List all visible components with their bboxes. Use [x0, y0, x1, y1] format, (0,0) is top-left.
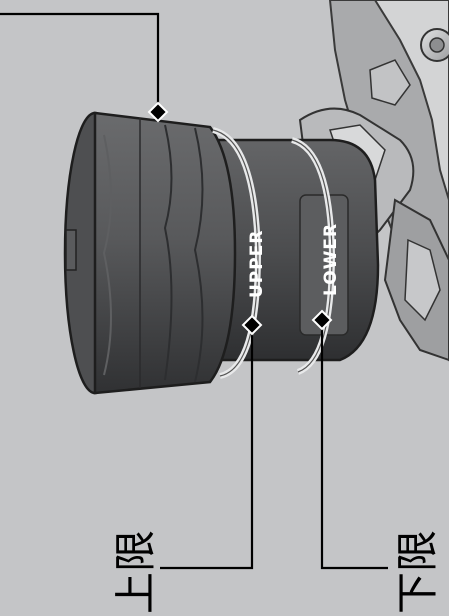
diamond-marker-icons [147, 101, 333, 336]
upper-mark-label: UPPER [247, 230, 267, 298]
clamp-bands [212, 127, 336, 379]
cap-callout-line [0, 12, 160, 112]
upper-callout-line [160, 326, 254, 570]
lower-limit-label: 下限 [393, 530, 442, 614]
lower-mark-label: LOWER [321, 223, 341, 296]
reservoir-cap [63, 111, 237, 395]
cap-diamond-icon [147, 101, 169, 123]
lower-callout-line [320, 320, 388, 570]
upper-limit-label: 上限 [111, 530, 160, 614]
callout-lines [0, 12, 388, 570]
reservoir-body [213, 138, 380, 362]
upper-diamond-icon [241, 314, 263, 336]
lower-diamond-icon [311, 309, 333, 331]
